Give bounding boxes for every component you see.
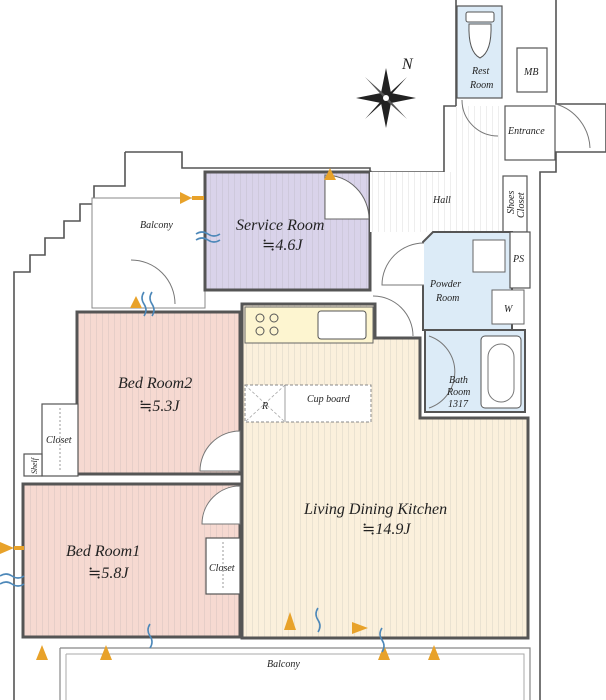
rest-room-line1: Rest [471,66,489,77]
bed-room-1-name: Bed Room1 [66,543,140,560]
balcony-top: Balcony [91,197,206,309]
entrance-label: Entrance [507,126,545,137]
shoes-closet: Shoes Closet [502,175,528,233]
bed-room-2-size: ≒5.3J [139,398,180,415]
refrigerator-label: R [261,401,268,412]
compass-rose-icon [356,68,416,128]
powder-room-line1: Powder [429,279,461,290]
bath-room-line2: Room [446,387,470,398]
closet-bed-room-1-label: Closet [209,563,235,574]
ldk-name: Living Dining Kitchen [303,501,447,518]
bath-room-line1: Bath [449,375,468,386]
service-room-name: Service Room [236,217,324,234]
cup-board-label: Cup board [307,394,351,405]
shoes-closet-line2: Closet [516,192,527,218]
entrance[interactable]: Entrance [461,99,591,161]
washer-icon [491,289,525,325]
cup-board: R Cup board [244,384,372,423]
powder-room-line2: Room [435,293,459,304]
bed-room-1-size: ≒5.8J [88,565,129,582]
shoes-closet-line1: Shoes [506,191,517,214]
powder-room[interactable]: W Powder Room [381,231,525,331]
cooktop-icon [255,313,279,336]
bathtub-icon [480,335,522,409]
meter-box: MB [516,47,548,93]
closet-bed-room-1: Closet [205,537,241,595]
closet-bed-room-2-label: Closet [46,435,72,446]
shelf-label: Shelf [30,456,39,474]
bed-room-1[interactable]: Bed Room1 ≒5.8J [21,482,242,639]
ps-label: PS [512,254,524,265]
closet-bed-room-2: Closet Shelf [23,403,79,477]
service-room[interactable]: Service Room ≒4.6J [203,170,372,292]
bath-room[interactable]: Bath Room 1317 [424,329,526,413]
balcony-top-label: Balcony [140,220,173,231]
north-label: N [401,56,414,73]
bed-room-2-name: Bed Room2 [118,375,192,392]
service-room-size: ≒4.6J [262,237,303,254]
balcony-bottom-label: Balcony [267,659,300,670]
hall-label: Hall [432,195,451,206]
kitchen-counter [244,306,374,344]
bed-room-2[interactable]: Bed Room2 ≒5.3J [75,259,242,476]
sink-icon [317,310,367,340]
balcony-bottom: Balcony [59,647,531,700]
w-label: W [504,304,514,315]
mb-label: MB [523,67,538,78]
ventilation-arrows [0,168,440,660]
ldk-size: ≒14.9J [362,521,411,538]
rest-room[interactable]: Rest Room [456,5,503,99]
rest-room-line2: Room [469,80,493,91]
toilet-icon [465,11,495,59]
washbasin-icon [472,239,506,273]
airflow-waves [0,231,385,653]
pipe-space: PS [509,231,531,289]
bath-room-line3: 1317 [448,399,469,410]
